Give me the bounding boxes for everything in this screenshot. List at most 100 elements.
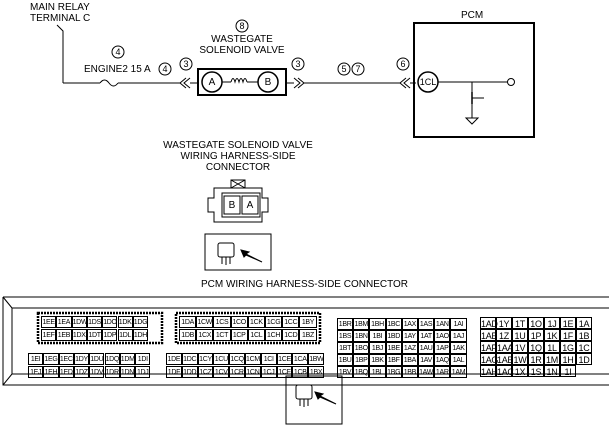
pcm-pin-1ef: 1EF (41, 329, 57, 341)
pcm-pin-1bj: 1BJ (369, 342, 386, 354)
pcm-pin-1dc: 1DC (181, 353, 198, 365)
solenoid-valve-box (197, 68, 287, 96)
pcm-terminal-1cl: 1CL (419, 77, 437, 87)
pcm-pin-1cd: 1CD (282, 329, 300, 341)
pcm-pin-1do: 1DO (102, 316, 118, 328)
pcm-pin-1dy: 1DY (73, 353, 90, 365)
pcm-pin-1cu: 1CU (213, 353, 230, 365)
pcm-pin-1cb: 1CB (292, 366, 309, 378)
ws-connector-body (207, 187, 269, 223)
pcm-pin-1dj: 1DJ (135, 366, 151, 378)
pcm-pin-1d: 1D (576, 353, 592, 365)
pcm-pin-1m: 1M (544, 353, 560, 365)
marker-pcm-6 (396, 57, 410, 71)
pcm-pin-1ee: 1EE (41, 316, 57, 328)
pcm-pin-1dp: 1DP (102, 329, 118, 341)
pcm-pin-1af: 1AF (480, 341, 497, 353)
wastegate-label-2: SOLENOID VALVE (199, 45, 285, 56)
pcm-pin-1ad: 1AD (480, 317, 498, 329)
pcm-pin-1y: 1Y (496, 317, 512, 329)
pcm-pin-1dh: 1DH (132, 329, 149, 341)
marker-fuse-right-text: 4 (162, 64, 168, 74)
pcm-pin-1eg: 1EG (43, 353, 59, 365)
pcm-pin-1g: 1G (560, 341, 576, 353)
pcm-pin-1bg: 1BG (385, 366, 402, 378)
pcm-pin-1bp: 1BP (353, 354, 370, 366)
pcm-pin-1n: 1N (544, 365, 560, 377)
pcm-pin-1db: 1DB (179, 329, 197, 341)
pcm-pin-1cr: 1CR (229, 366, 245, 378)
pcm-pin-1u: 1U (512, 329, 528, 341)
pcm-pin-1an: 1AN (434, 318, 451, 330)
pcm-pin-1az: 1AZ (401, 342, 418, 354)
pcm-pin-1w: 1W (512, 353, 528, 365)
marker-wire-7-text: 7 (355, 64, 361, 74)
pcm-pin-1bs: 1BS (337, 330, 354, 342)
pcm-pin-1p: 1P (528, 329, 544, 341)
pcm-pin-1dx: 1DX (71, 329, 87, 341)
pcm-pin-1cm: 1CM (245, 353, 261, 365)
ground-symbol (464, 117, 480, 125)
connector-bracket-left (179, 77, 191, 89)
solenoid-coil (230, 78, 248, 84)
pcm-pin-1eh: 1EH (43, 366, 59, 378)
main-relay-label-1: MAIN RELAY (30, 2, 90, 13)
pcm-pin-1ap: 1AP (434, 342, 451, 354)
pcm-pin-1dv: 1DV (89, 366, 105, 378)
pcm-pin-1aw: 1AW (418, 366, 435, 378)
marker-wire-5-text: 5 (341, 64, 347, 74)
marker-valve-right-text: 3 (295, 59, 301, 69)
pcm-pin-1bm: 1BM (353, 318, 370, 330)
pcm-pin-1dw: 1DW (71, 316, 88, 328)
pcm-pin-1bk: 1BK (369, 354, 386, 366)
pcm-pin-1e: 1E (560, 317, 576, 329)
pcm-pin-1du: 1DU (89, 353, 105, 365)
pcm-pin-1bi: 1BI (369, 330, 386, 342)
pcm-pin-1x: 1X (512, 365, 528, 377)
pcm-pin-1h: 1H (560, 353, 576, 365)
pcm-pin-1ch: 1CH (265, 329, 283, 341)
fuse-symbol (99, 79, 119, 87)
pcm-pin-1dg: 1DG (132, 316, 149, 328)
connector-bracket-pcm (399, 77, 411, 89)
pcm-pin-1cz: 1CZ (197, 366, 214, 378)
pcm-pin-1br: 1BR (337, 318, 354, 330)
pcm-pin-1co: 1CO (230, 316, 248, 328)
pcm-pin-1ck: 1CK (247, 316, 265, 328)
pcm-pin-1cw: 1CW (196, 316, 214, 328)
pcm-pin-1ao: 1AO (434, 330, 451, 342)
pcm-pin-1ej: 1EJ (28, 366, 44, 378)
fuse-label: ENGINE2 15 A (84, 64, 151, 75)
pcm-box (413, 22, 535, 138)
pcm-pin-1b: 1B (576, 329, 592, 341)
pcm-pin-1k: 1K (544, 329, 560, 341)
pcm-pin-1ax: 1AX (401, 318, 418, 330)
connector-icon-bottom (285, 375, 343, 425)
pcm-pin-1bl: 1BL (369, 366, 386, 378)
pcm-pin-1dz: 1DZ (73, 366, 90, 378)
pcm-pin-1l: 1L (544, 341, 560, 353)
plug-icon-bottom (295, 384, 337, 407)
marker-valve-left-text: 3 (183, 59, 189, 69)
pcm-pin-1ei: 1EI (28, 353, 44, 365)
pcm-pin-1ac: 1AC (496, 365, 514, 377)
connector-icon-top (204, 233, 272, 271)
pcm-pin-1ae: 1AE (480, 329, 498, 341)
pcm-pin-1ah: 1AH (480, 365, 498, 377)
marker-valve-right (291, 57, 305, 71)
pcm-pin-1dk: 1DK (117, 316, 133, 328)
pcm-pin-1bz: 1BZ (299, 329, 317, 341)
marker-fuse-top-text: 4 (115, 47, 121, 57)
pcm-connector-title: PCM WIRING HARNESS-SIDE CONNECTOR (200, 279, 409, 290)
connector-bracket-right (293, 77, 305, 89)
pcm-pullup-node (507, 78, 515, 86)
pcm-pin-1c: 1C (576, 341, 592, 353)
pcm-pin-1at: 1AT (418, 330, 435, 342)
pcm-pin-1bb: 1BB (401, 366, 418, 378)
pcm-pin-1bw: 1BW (308, 353, 324, 365)
pcm-pin-1bo: 1BO (353, 342, 370, 354)
pcm-pin-1bn: 1BN (353, 330, 370, 342)
pcm-pin-1cx: 1CX (196, 329, 214, 341)
ws-connector-title-1: WASTEGATE SOLENOID VALVE (163, 140, 313, 151)
